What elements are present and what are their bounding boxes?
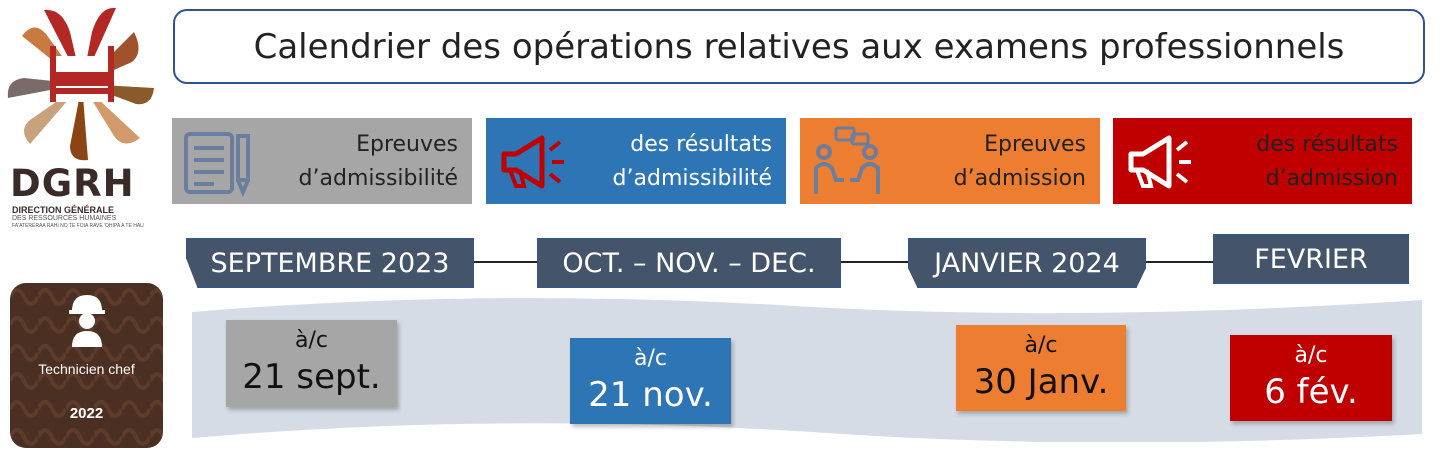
sidebar-year: 2022 [69, 405, 104, 422]
month-label-septembre: SEPTEMBRE 2023 [186, 238, 474, 288]
step-line-1: des résultats [630, 132, 772, 157]
step-text: des résultats d’admission [1256, 128, 1398, 196]
megaphone-icon [501, 135, 564, 189]
step-line-1: des résultats [1256, 132, 1398, 157]
step-line-2: d’admissibilité [612, 166, 772, 191]
date-card-janvier: à/c 30 Janv. [956, 325, 1126, 411]
step-text: Epreuves d’admissibilité [299, 128, 458, 196]
logo-tagline: FA'ATERERAA RAHI NO TE FOIA RAVE 'OHIPA … [12, 223, 144, 229]
date-value: 21 nov. [588, 375, 713, 415]
logo-subtitle: DIRECTION GÉNÉRALE [12, 205, 115, 215]
date-prefix: à/c [1294, 343, 1328, 368]
date-value: 6 fév. [1264, 372, 1358, 412]
logo-name: DGRH [10, 162, 135, 205]
date-prefix: à/c [295, 328, 328, 353]
step-line-2: d’admission [953, 166, 1086, 191]
step-resultats-admission: des résultats d’admission [1113, 118, 1412, 204]
date-value: 21 sept. [242, 357, 381, 397]
logo-subtitle-2: DES RESSOURCES HUMAINES [12, 215, 117, 222]
month-label-janvier: JANVIER 2024 [908, 238, 1146, 288]
step-line-1: Epreuves [356, 132, 458, 157]
worker-helmet-icon [69, 295, 105, 347]
step-text: Epreuves d’admission [954, 128, 1086, 196]
date-prefix: à/c [1024, 333, 1058, 358]
step-line-2: d’admissibilité [298, 166, 458, 191]
step-resultats-admissibilite: des résultats d’admissibilité [486, 118, 786, 204]
logo-emblem-icon [7, 7, 154, 161]
month-label-fevrier: FEVRIER [1213, 234, 1409, 284]
month-label-oct-nov-dec: OCT. – NOV. – DEC. [537, 238, 841, 288]
megaphone-icon [1128, 135, 1191, 189]
page-title: Calendrier des opérations relatives aux … [173, 9, 1425, 84]
date-card-septembre: à/c 21 sept. [226, 320, 397, 407]
sidebar-card: Technicien chef 2022 [10, 283, 163, 448]
step-epreuves-admission: Epreuves d’admission [800, 118, 1100, 204]
step-epreuves-admissibilite: Epreuves d’admissibilité [172, 118, 472, 204]
sidebar-role: Technicien chef [38, 361, 135, 377]
interview-icon [814, 126, 880, 194]
date-card-novembre: à/c 21 nov. [570, 338, 731, 424]
document-pen-icon [184, 132, 250, 198]
step-text: des résultats d’admissibilité [613, 128, 772, 196]
date-prefix: à/c [634, 346, 667, 371]
step-line-2: d’admission [1265, 166, 1398, 191]
date-card-fevrier: à/c 6 fév. [1230, 335, 1392, 421]
dgrh-logo [4, 2, 160, 232]
date-value: 30 Janv. [973, 362, 1109, 402]
step-line-1: Epreuves [984, 132, 1086, 157]
